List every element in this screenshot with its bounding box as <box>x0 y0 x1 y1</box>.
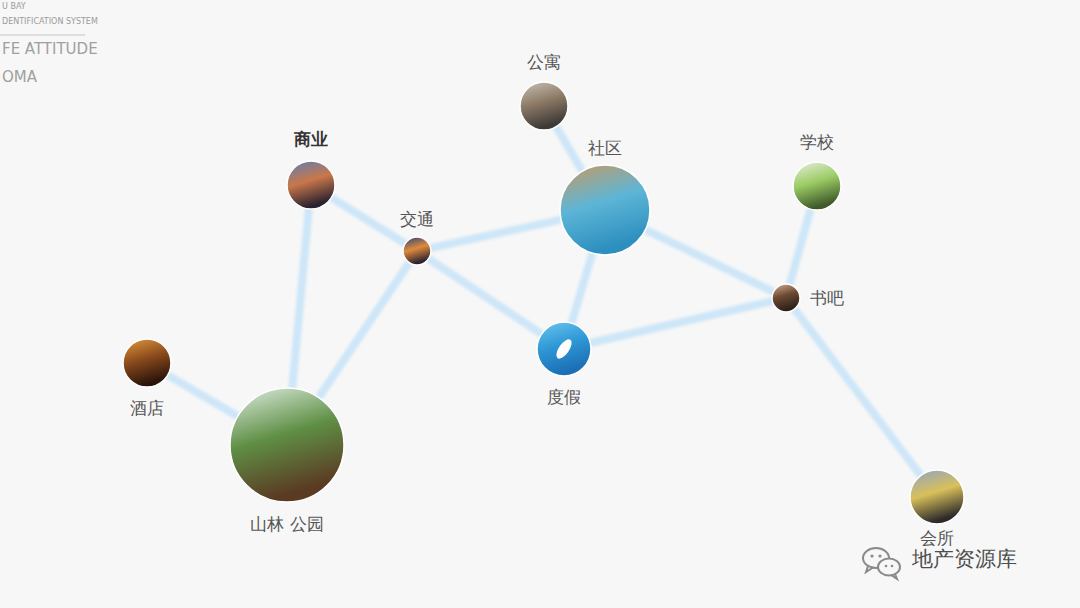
link-line <box>332 198 404 243</box>
link-line <box>790 210 810 283</box>
node-label: 社区 <box>588 138 622 158</box>
photo-disc <box>229 387 345 503</box>
photo-circle-node: 山林 公园 <box>229 387 345 503</box>
node-label: 交通 <box>400 209 434 229</box>
watermark-text: 地产资源库 <box>912 548 1017 571</box>
header-text: OMA <box>2 69 37 86</box>
photo-fill <box>520 82 568 130</box>
photo-circle-node: 商业 <box>286 160 336 210</box>
link-line <box>646 230 772 291</box>
link-line <box>572 254 592 322</box>
photo-circle-node: 书吧 <box>771 283 801 313</box>
photo-disc <box>909 469 965 525</box>
link-line <box>591 301 771 342</box>
photo-disc <box>519 81 569 131</box>
boat-figure <box>553 337 574 361</box>
node-label: 会所 <box>920 528 954 548</box>
photo-fill <box>772 284 800 312</box>
link-line <box>429 259 540 333</box>
photo-fill <box>403 237 431 265</box>
photo-fill <box>793 162 841 210</box>
link-line <box>319 263 408 396</box>
photo-disc <box>771 283 801 313</box>
link-line <box>432 220 560 248</box>
link-line <box>169 376 237 416</box>
chat-bubble-tail <box>866 566 873 572</box>
wechat-icon <box>863 548 900 579</box>
chat-bubble <box>878 559 900 576</box>
node-label: 学校 <box>800 132 834 152</box>
chat-dot <box>870 554 873 557</box>
node-label: 商业 <box>294 129 328 149</box>
photo-circle-node: 社区 <box>559 164 651 256</box>
photo-circle-node: 学校 <box>792 161 842 211</box>
node-label: 山林 公园 <box>250 514 323 534</box>
photo-fill <box>910 470 964 524</box>
node-label: 度假 <box>547 387 581 407</box>
header-text: FE ATTITUDE <box>2 41 98 58</box>
photo-disc <box>536 321 592 377</box>
photo-disc <box>286 160 336 210</box>
photo-fill <box>560 165 650 255</box>
photo-circle-node: 度假 <box>536 321 592 377</box>
photo-disc <box>402 236 432 266</box>
photo-circle-node: 公寓 <box>519 81 569 131</box>
chat-dot <box>885 565 888 568</box>
node-label: 酒店 <box>130 398 164 418</box>
photo-circle-node: 交通 <box>402 236 432 266</box>
link-line <box>795 310 920 475</box>
link-line <box>557 128 582 171</box>
photo-fill <box>230 388 344 502</box>
photo-circle-node: 酒店 <box>122 338 172 388</box>
header-text: U BAY <box>2 3 26 12</box>
photo-fill <box>123 339 171 387</box>
photo-circle-node: 会所 <box>909 469 965 525</box>
photo-fill <box>287 161 335 209</box>
node-label: 公寓 <box>527 52 561 72</box>
header-rule <box>0 35 85 36</box>
photo-fill <box>537 322 591 376</box>
node-label: 书吧 <box>810 288 844 308</box>
photo-disc <box>792 161 842 211</box>
header-text: DENTIFICATION SYSTEM <box>2 18 98 27</box>
chat-dot <box>878 554 881 557</box>
link-line <box>292 210 308 387</box>
chat-dot <box>891 565 894 568</box>
photo-disc <box>559 164 651 256</box>
chat-bubble-tail <box>891 574 897 579</box>
photo-disc <box>122 338 172 388</box>
